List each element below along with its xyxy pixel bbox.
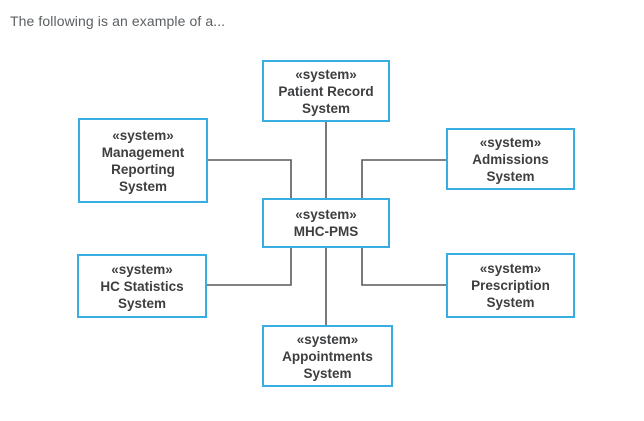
node-hc-statistics-system: «system» HC Statistics System	[77, 254, 207, 318]
node-patient-record-system: «system» Patient Record System	[262, 60, 390, 122]
node-name-line: System	[118, 178, 168, 194]
node-mhc-pms: «system» MHC-PMS	[262, 198, 390, 248]
node-name-line: System	[486, 168, 535, 184]
node-name-line: System	[303, 365, 352, 381]
node-name-line: Appointments	[282, 348, 373, 364]
node-name-line: HC Statistics	[100, 278, 184, 294]
node-stereotype: «system»	[296, 331, 359, 347]
node-name-line: System	[301, 100, 351, 116]
node-name-line: Patient Record	[278, 83, 374, 99]
node-stereotype: «system»	[479, 261, 542, 276]
node-prescription-system: «system» Prescription System	[446, 253, 575, 318]
node-name-line: Reporting	[111, 161, 175, 177]
node-admissions-system: «system» Admissions System	[446, 128, 575, 190]
node-stereotype: «system»	[111, 261, 173, 277]
node-stereotype: «system»	[112, 127, 174, 143]
connector-management-reporting	[208, 159, 292, 198]
node-name-line: Admissions	[472, 151, 549, 167]
connector-prescription	[361, 248, 447, 286]
node-name-line: System	[486, 295, 535, 310]
node-management-reporting-system: «system» Management Reporting System	[78, 118, 208, 203]
node-stereotype: «system»	[295, 207, 357, 222]
node-appointments-system: «system» Appointments System	[262, 325, 393, 387]
node-name-line: Management	[101, 144, 185, 160]
connector-hc-statistics	[207, 248, 292, 286]
node-name-line: MHC-PMS	[293, 224, 359, 239]
connector-admissions	[361, 159, 446, 198]
question-text: The following is an example of a...	[10, 13, 226, 29]
node-name-line: System	[117, 295, 167, 311]
node-name-line: Prescription	[471, 278, 550, 293]
node-stereotype: «system»	[295, 66, 357, 82]
node-stereotype: «system»	[479, 134, 542, 150]
